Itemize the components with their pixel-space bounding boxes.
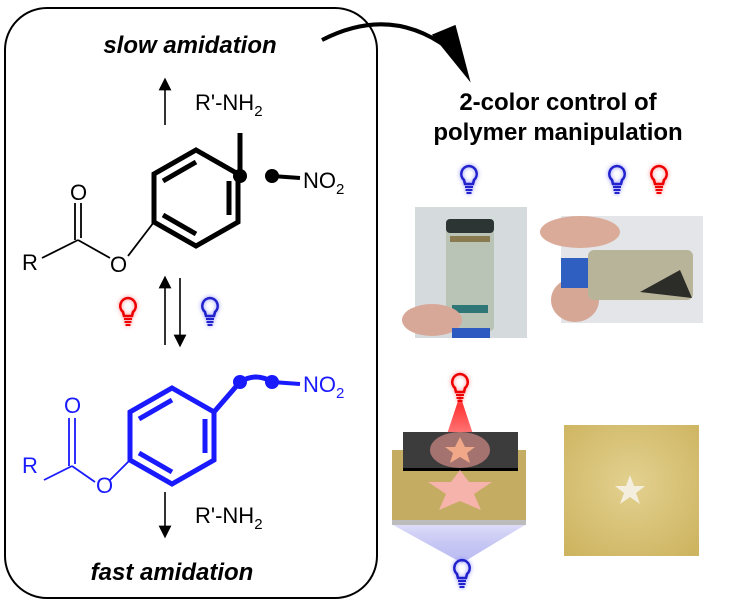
reagent-top: R'-NH2 xyxy=(195,90,263,120)
molecule-open-form xyxy=(43,374,301,487)
curved-arrow-head xyxy=(431,24,471,83)
curved-arrow xyxy=(321,22,450,50)
mol2-r: R xyxy=(22,453,38,478)
mol2-o-ester: O xyxy=(96,473,113,498)
mol2-no2: NO2 xyxy=(303,372,344,402)
right-title-line2: polymer manipulation xyxy=(433,119,682,146)
photoswitch-node xyxy=(233,375,247,389)
mol1-o-carbonyl: O xyxy=(70,180,87,205)
vial-photo-upright xyxy=(402,207,527,338)
mol1-r: R xyxy=(22,250,38,275)
photoswitch-node xyxy=(233,169,247,183)
red-light-bulb-icon xyxy=(651,166,666,193)
photoswitch-node xyxy=(265,375,279,389)
mol1-no2: NO2 xyxy=(303,168,344,198)
vial-photo-tilted xyxy=(540,216,703,323)
slow-amidation-label: slow amidation xyxy=(103,32,276,59)
reagent-bottom: R'-NH2 xyxy=(195,503,263,533)
reaction-panel xyxy=(4,7,378,599)
red-light-bulb-icon xyxy=(120,298,135,325)
photoswitch-node xyxy=(265,169,279,183)
blue-light-bulb-icon xyxy=(609,166,624,193)
blue-light-bulb-icon xyxy=(202,298,217,325)
blue-light-bulb-icon xyxy=(461,166,476,193)
photomask-diagram xyxy=(392,395,526,563)
right-title-line1: 2-color control of xyxy=(459,89,657,116)
fast-amidation-label: fast amidation xyxy=(91,559,254,586)
mol2-o-carbonyl: O xyxy=(64,393,81,418)
patterned-film-photo xyxy=(564,425,699,556)
mol1-o-ester: O xyxy=(110,252,127,277)
blue-light-bulb-icon xyxy=(454,560,469,587)
